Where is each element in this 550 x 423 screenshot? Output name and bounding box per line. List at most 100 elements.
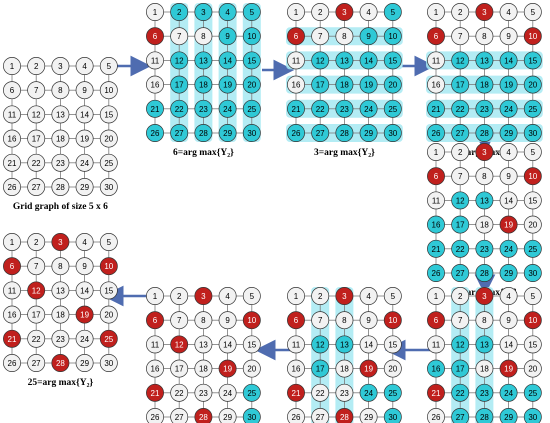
node-circle	[218, 408, 237, 423]
node-circle	[523, 99, 542, 118]
node-circle	[287, 408, 305, 423]
node-label: 19	[364, 81, 373, 90]
node-circle	[427, 264, 445, 282]
node-circle	[427, 335, 445, 354]
node-label: 29	[80, 359, 89, 368]
node-circle	[475, 143, 494, 161]
node-7-plain: 7	[170, 27, 189, 46]
node-circle	[499, 27, 518, 46]
node-circle	[451, 311, 470, 330]
node-8-plain: 8	[51, 81, 70, 100]
node-25-covered: 25	[523, 99, 542, 118]
node-circle	[499, 99, 518, 118]
node-label: 26	[151, 129, 160, 138]
node-18-covered: 18	[335, 75, 354, 94]
node-circle	[335, 359, 354, 378]
node-label: 11	[292, 340, 301, 349]
node-circle	[427, 359, 445, 378]
node-26-plain: 26	[3, 354, 21, 372]
node-circle	[451, 287, 470, 305]
node-label: 18	[199, 81, 208, 90]
node-15-covered: 15	[242, 51, 261, 70]
node-label: 14	[223, 340, 232, 349]
node-label: 6	[434, 316, 439, 325]
node-circle	[51, 81, 70, 100]
node-circle	[27, 305, 46, 324]
node-label: 29	[223, 413, 232, 422]
node-circle	[218, 287, 237, 305]
node-circle	[3, 257, 21, 276]
node-label: 17	[456, 221, 465, 230]
node-10-selected: 10	[523, 167, 542, 186]
node-circle	[427, 408, 445, 423]
node-circle	[75, 129, 94, 148]
node-label: 15	[104, 286, 113, 295]
node-25-covered: 25	[523, 383, 542, 402]
node-16-covered: 16	[427, 215, 445, 234]
node-label: 7	[318, 32, 323, 41]
node-14-plain: 14	[499, 191, 518, 210]
node-label: 20	[104, 135, 113, 144]
node-label: 2	[458, 8, 463, 17]
node-label: 26	[432, 413, 441, 422]
node-13-plain: 13	[51, 281, 70, 300]
node-label: 15	[247, 340, 256, 349]
node-16-plain: 16	[287, 75, 305, 94]
node-label: 29	[504, 269, 513, 278]
grid-edges	[435, 151, 534, 274]
node-circle	[311, 287, 330, 305]
node-19-selected: 19	[218, 359, 237, 378]
node-label: 21	[8, 335, 17, 344]
node-label: 28	[480, 413, 489, 422]
node-circle	[451, 99, 470, 118]
node-1-plain: 1	[427, 3, 445, 21]
node-label: 1	[434, 292, 439, 301]
node-label: 20	[247, 365, 256, 374]
node-circle	[99, 129, 118, 148]
node-3-selected: 3	[475, 3, 494, 21]
node-10-selected: 10	[99, 257, 118, 276]
node-circle	[383, 311, 402, 330]
node-label: 11	[151, 56, 160, 65]
node-circle	[242, 75, 261, 94]
node-circle	[146, 27, 164, 46]
node-26-covered: 26	[427, 124, 445, 142]
node-30-covered: 30	[523, 264, 542, 282]
node-17-covered: 17	[451, 359, 470, 378]
node-circle	[451, 75, 470, 94]
node-16-plain: 16	[287, 359, 305, 378]
node-label: 23	[480, 245, 489, 254]
node-label: 10	[528, 316, 537, 325]
node-circle	[194, 3, 213, 21]
node-circle	[242, 359, 261, 378]
node-9-plain: 9	[75, 81, 94, 100]
node-circle	[51, 57, 70, 75]
node-label: 5	[250, 292, 255, 301]
node-29-covered: 29	[359, 124, 378, 142]
node-circle	[451, 143, 470, 161]
node-label: 4	[366, 292, 371, 301]
node-circle	[194, 27, 213, 46]
node-15-plain: 15	[99, 105, 118, 124]
node-label: 11	[8, 286, 17, 295]
node-circle	[499, 75, 518, 94]
node-11-plain: 11	[146, 51, 164, 70]
node-label: 25	[528, 245, 537, 254]
node-label: 22	[456, 245, 465, 254]
node-label: 5	[531, 148, 536, 157]
node-13-covered: 13	[194, 51, 213, 70]
node-16-plain: 16	[146, 359, 164, 378]
node-9-plain: 9	[499, 167, 518, 186]
node-circle	[3, 329, 21, 348]
node-label: 14	[504, 56, 513, 65]
node-27-covered: 27	[311, 124, 330, 142]
node-circle	[523, 75, 542, 94]
node-circle	[499, 124, 518, 142]
node-circle	[311, 408, 330, 423]
node-12-covered: 12	[451, 51, 470, 70]
node-label: 18	[56, 311, 65, 320]
node-label: 2	[34, 62, 39, 71]
node-circle	[451, 51, 470, 70]
node-4-plain: 4	[218, 287, 237, 305]
